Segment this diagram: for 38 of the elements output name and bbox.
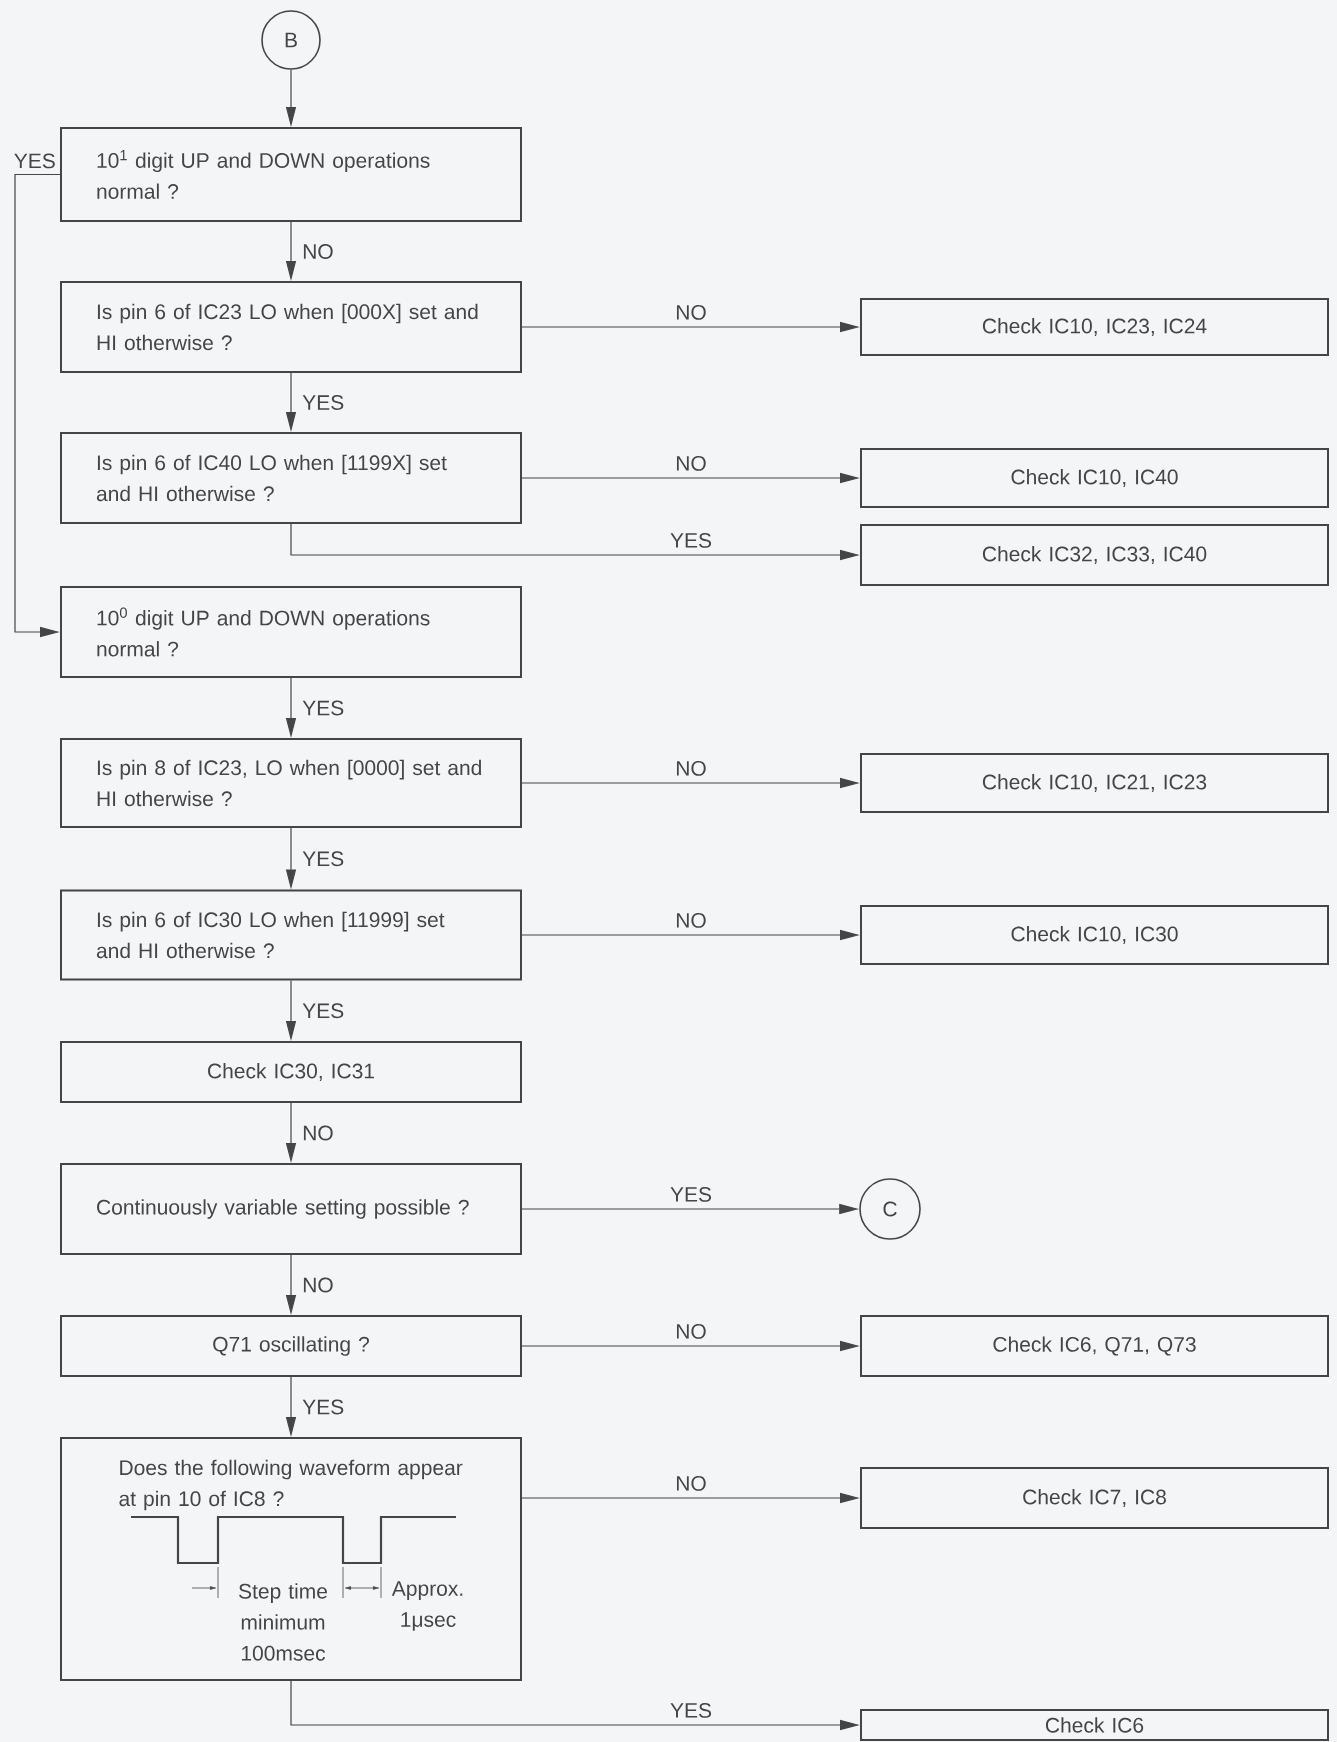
decision-box: Is pin 6 of IC30 LO when [11999] set and HI otherwise ? xyxy=(60,889,522,981)
action-box: Check IC10, IC21, IC23 xyxy=(860,753,1329,813)
edge-label: YES xyxy=(14,153,55,169)
edge-label: YES xyxy=(670,1702,712,1718)
decision-box: Q71 oscillating ? xyxy=(60,1315,522,1377)
edge-label: YES xyxy=(670,1186,712,1202)
action-box: Check IC10, IC23, IC24 xyxy=(860,298,1329,356)
edge-label: NO xyxy=(677,760,706,776)
edge-label: YES xyxy=(302,700,344,716)
action-box: Check IC7, IC8 xyxy=(860,1467,1329,1529)
decision-box: Is pin 6 of IC23 LO when [000X] set and HI otherwise ? xyxy=(60,281,522,373)
decision-box: Continuously variable setting possible ? xyxy=(60,1163,522,1255)
edge-label: NO xyxy=(303,244,333,259)
action-box: Check IC30, IC31 xyxy=(60,1041,522,1103)
edge-label: YES xyxy=(302,851,344,867)
edge-label: YES xyxy=(302,395,344,410)
edge-label: NO xyxy=(677,912,706,928)
decision-box: 10$^{0}$ digit UP and DOWN operations normal ? xyxy=(60,586,522,678)
action-box: Check IC10, IC30 xyxy=(860,905,1329,965)
waveform-label: Approx. 1μsec xyxy=(391,1581,463,1631)
edge-label: NO xyxy=(677,1323,706,1339)
edge-label: NO xyxy=(677,304,706,320)
action-box: Check IC10, IC40 xyxy=(860,448,1329,508)
action-box: Check IC6 xyxy=(860,1709,1329,1741)
edge-label: YES xyxy=(670,532,712,548)
edge-label: NO xyxy=(677,1475,706,1491)
decision-box: 10$^{1}$ digit UP and DOWN operations normal ? xyxy=(60,127,522,222)
decision-box: Is pin 8 of IC23, LO when [0000] set and HI otherwise ? xyxy=(60,738,522,828)
decision-box: Does the following waveform appear at pin 10 of IC8 ? Step time minimum 100msec Approx. 1μsec xyxy=(60,1437,522,1681)
edge-label: NO xyxy=(677,455,706,471)
edge-label: YES xyxy=(302,1003,344,1019)
waveform-label: Step time minimum 100msec xyxy=(239,1583,327,1661)
edge-label: NO xyxy=(303,1277,333,1293)
action-box: Check IC32, IC33, IC40 xyxy=(860,524,1329,586)
edge-label: YES xyxy=(302,1399,344,1415)
decision-box: Is pin 6 of IC40 LO when [1199X] set and HI otherwise ? xyxy=(60,432,522,524)
edge-label: NO xyxy=(303,1125,333,1141)
action-box: Check IC6, Q71, Q73 xyxy=(860,1315,1329,1377)
